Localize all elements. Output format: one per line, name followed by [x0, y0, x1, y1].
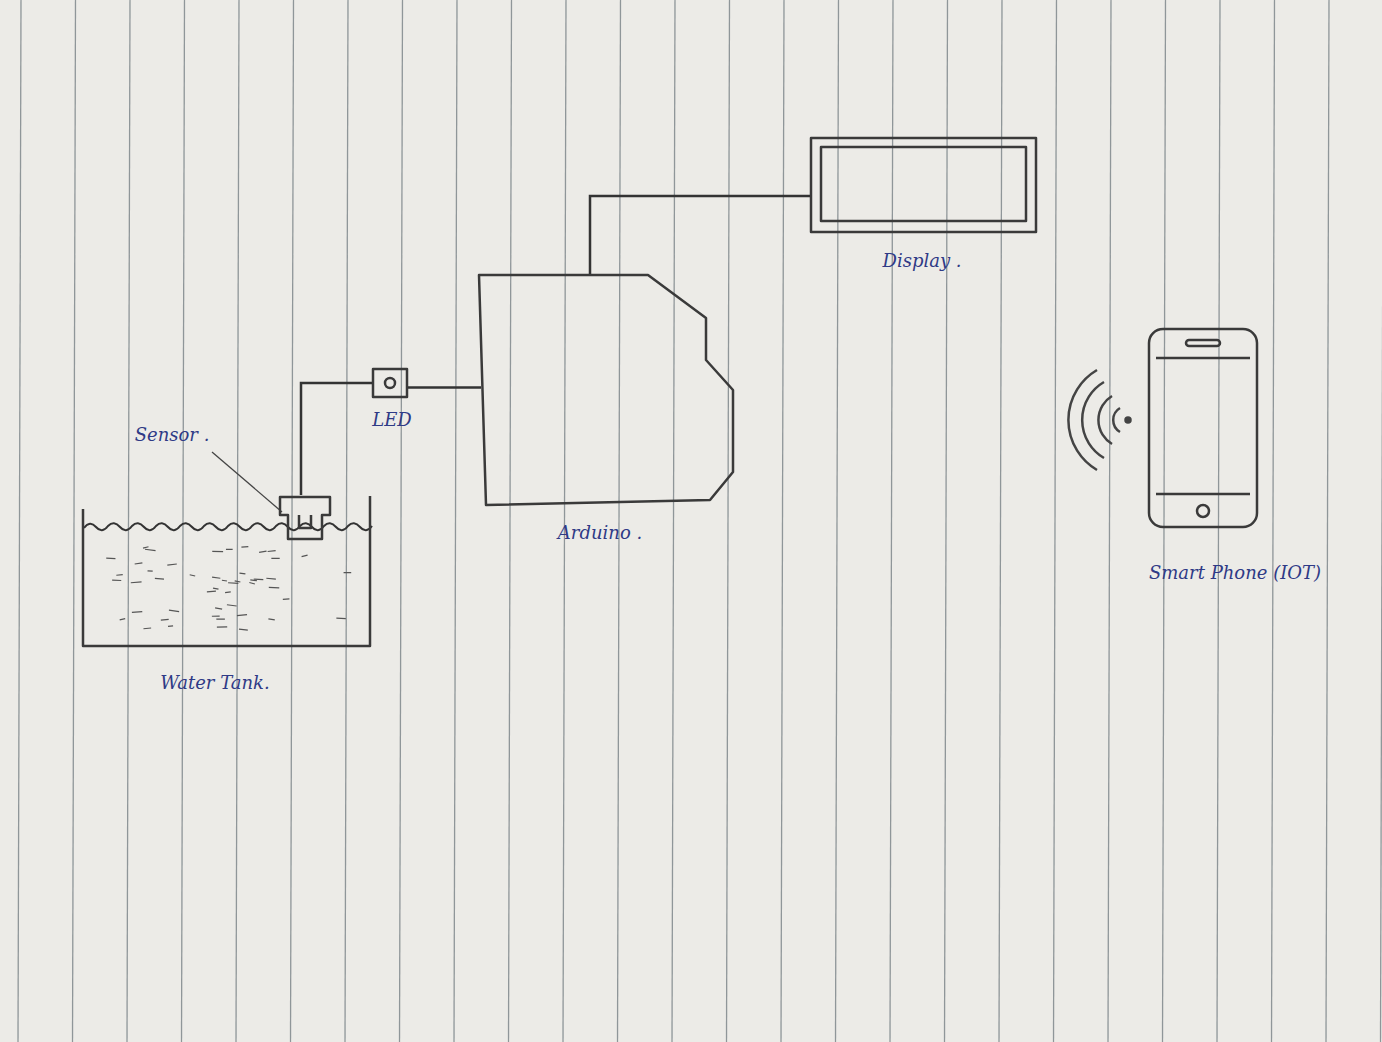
display-panel-outline — [810, 137, 1037, 233]
smart-phone: Smart Phone (IOT) — [1148, 328, 1258, 528]
wire — [590, 196, 810, 275]
node-label: Sensor . — [133, 424, 212, 446]
arduino-board: Arduino . — [478, 272, 735, 507]
node-label: LED — [370, 409, 414, 431]
water-tank-outline — [82, 495, 372, 647]
led: LED — [372, 368, 408, 398]
water-tank: Water Tank.Sensor . — [82, 495, 372, 647]
node-label: Display . — [880, 250, 963, 272]
led-outline — [372, 368, 408, 398]
smart-phone-outline — [1148, 328, 1258, 528]
display-panel: Display . — [810, 137, 1037, 233]
wireless-symbol — [1068, 370, 1130, 470]
node-label: Smart Phone (IOT) — [1147, 562, 1323, 584]
wire — [301, 383, 372, 495]
node-label: Water Tank. — [158, 672, 271, 694]
sensor-outline — [278, 495, 332, 541]
sensor: Sensor . — [278, 495, 332, 541]
node-label: Arduino . — [556, 522, 644, 544]
wire — [408, 386, 481, 389]
arduino-board-outline — [478, 272, 735, 507]
leader-line — [212, 452, 282, 512]
